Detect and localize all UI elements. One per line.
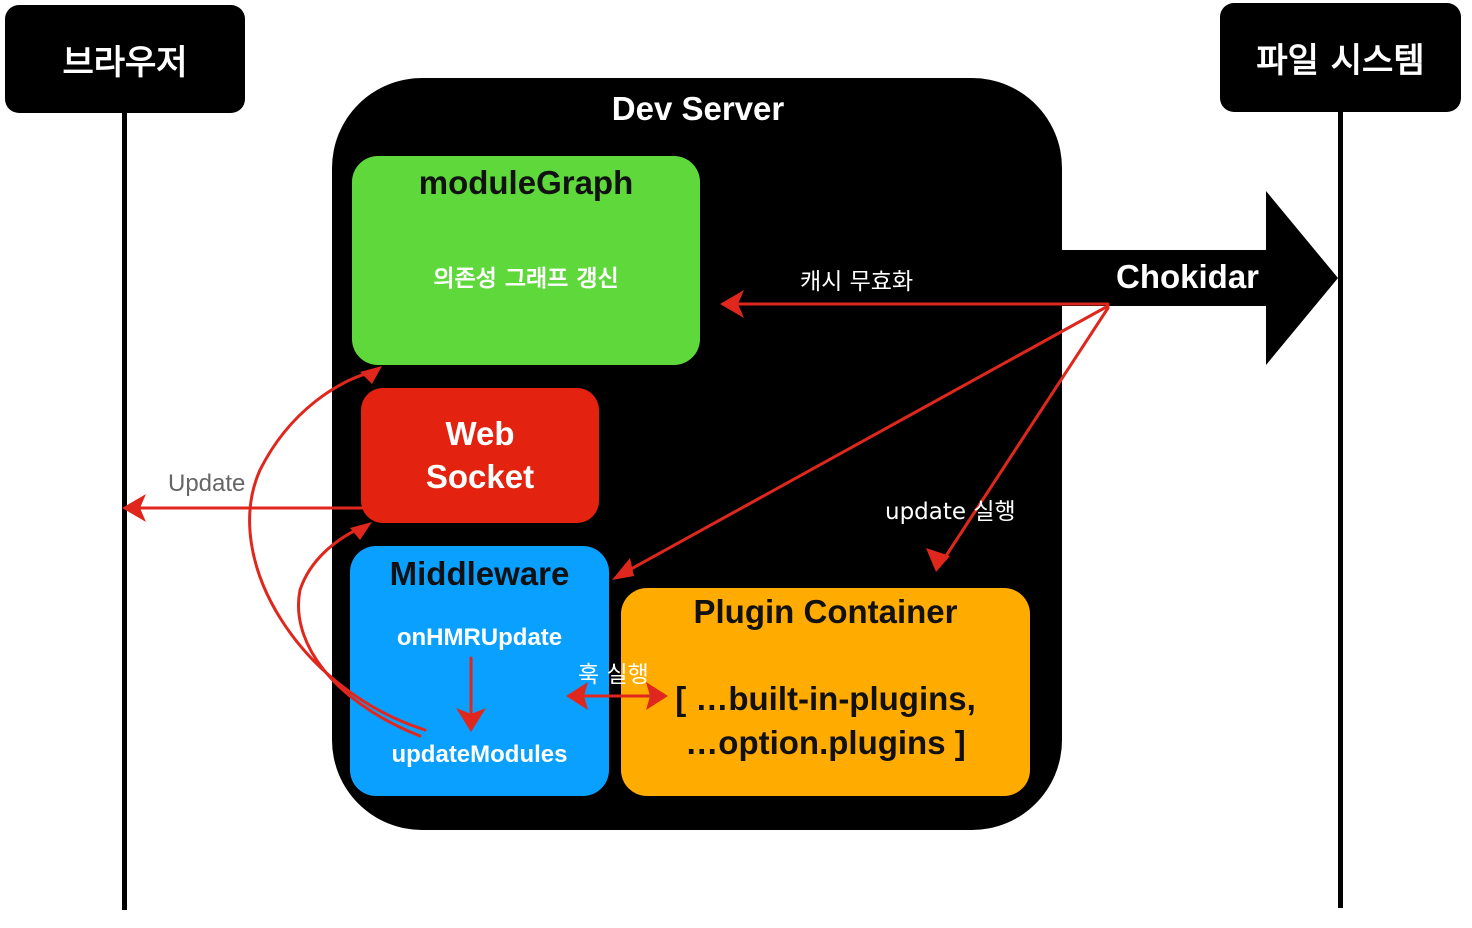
arrowhead-browser	[122, 494, 146, 522]
arrowhead-middleware	[612, 558, 634, 580]
arrowhead-graph	[720, 290, 744, 318]
plugin-list-line2: …option.plugins ]	[685, 724, 966, 761]
arrowhead-hook-right	[646, 682, 668, 710]
web-socket-line1: Web	[445, 415, 515, 452]
browser-label: 브라우저	[62, 42, 188, 83]
web-socket-box: Web Socket	[361, 388, 599, 523]
arrowhead-plugin	[926, 548, 950, 572]
dev-server-title: Dev Server	[611, 90, 785, 127]
filesystem-label: 파일 시스템	[1256, 41, 1425, 81]
middleware-box: Middleware onHMRUpdate updateModules	[350, 546, 609, 796]
module-graph-subtitle: 의존성 그래프 갱신	[433, 266, 619, 292]
update-modules-label: updateModules	[391, 741, 568, 768]
arrowhead-hook-left	[566, 682, 588, 710]
plugin-list-line1: [ …built-in-plugins,	[675, 680, 976, 717]
plugin-container-box: Plugin Container [ …built-in-plugins, …o…	[621, 588, 1030, 796]
hook-run-label: 훅 실행	[578, 662, 649, 688]
middleware-title: Middleware	[389, 555, 570, 592]
web-socket-line2: Socket	[425, 458, 535, 495]
browser-lifeline	[122, 113, 127, 910]
arrowhead-graph-curve	[360, 366, 382, 384]
update-label: Update	[168, 470, 246, 497]
edge-chokidar-plugin	[940, 306, 1110, 564]
edge-chokidar-middleware	[620, 304, 1110, 576]
module-graph-title: moduleGraph	[418, 164, 634, 201]
filesystem-actor: 파일 시스템	[1220, 3, 1461, 112]
module-graph-box: moduleGraph 의존성 그래프 갱신	[352, 156, 700, 365]
edge-update-to-socket	[297, 526, 422, 738]
arrowhead-update-modules	[456, 708, 486, 732]
edge-update-to-graph	[248, 370, 427, 732]
plugin-container-title: Plugin Container	[693, 593, 958, 630]
cache-invalidate-label: 캐시 무효화	[800, 269, 914, 295]
update-run-label: update 실행	[885, 499, 1016, 525]
on-hmr-update-label: onHMRUpdate	[396, 624, 563, 651]
chokidar-label: Chokidar	[1116, 258, 1260, 295]
arrowhead-socket-curve	[350, 522, 372, 540]
filesystem-lifeline	[1338, 112, 1343, 908]
browser-actor: 브라우저	[5, 5, 245, 113]
